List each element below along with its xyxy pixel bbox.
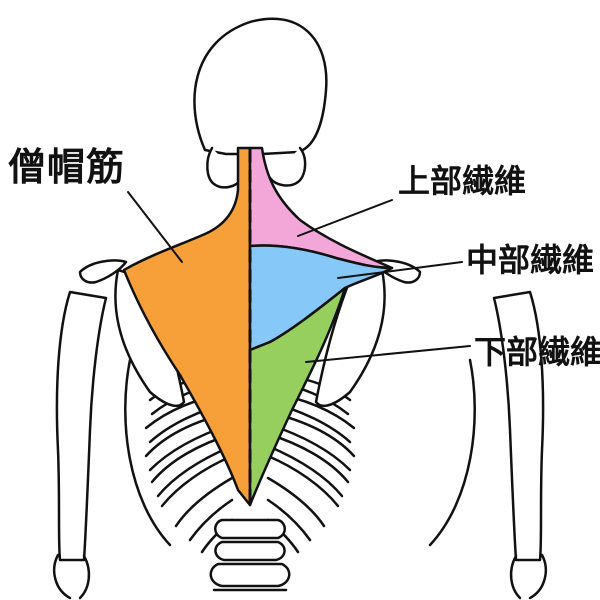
leader-line-main <box>127 191 183 263</box>
label-lower-fibers: 下部繊維 <box>474 333 600 371</box>
scapula-right <box>314 268 386 408</box>
trapezius-left-half <box>122 146 252 507</box>
label-middle-fibers: 中部繊維 <box>466 241 595 279</box>
ribcage-outline <box>124 358 476 547</box>
humerus-left <box>55 290 108 562</box>
skull <box>193 17 328 156</box>
jaw-left <box>206 146 244 189</box>
leader-line-middle <box>337 261 463 279</box>
label-upper-fibers: 上部繊維 <box>398 162 527 200</box>
humerus-right <box>492 290 545 562</box>
leader-line-upper <box>297 199 393 237</box>
clavicle-left <box>78 259 128 284</box>
jaw-right <box>268 146 307 187</box>
elbow-right <box>509 553 547 600</box>
lumbar-spine <box>209 518 291 592</box>
leader-line-lower <box>305 345 471 363</box>
label-trapezius: 僧帽筋 <box>8 145 126 189</box>
trapezius-lower-fibers <box>248 286 347 507</box>
elbow-left <box>53 553 91 600</box>
